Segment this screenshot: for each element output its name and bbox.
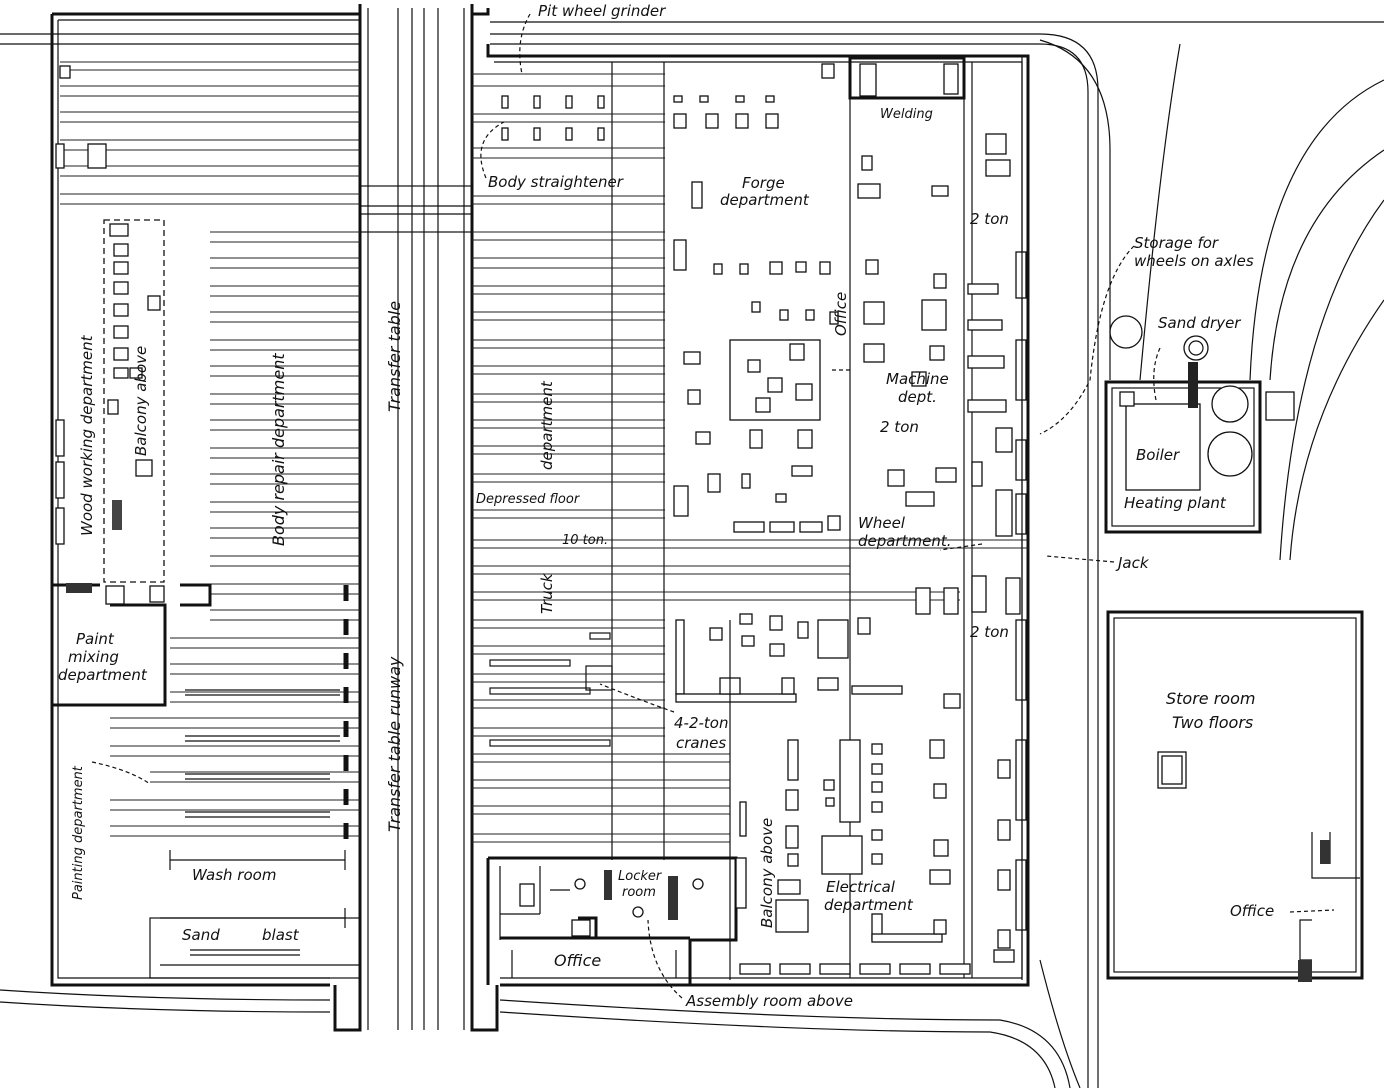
body-repair-label: Body repair department — [269, 353, 288, 546]
locker-room-label-1: Locker — [618, 869, 663, 884]
sand-label: Sand — [182, 926, 220, 944]
paint-mixing-label-3: department — [58, 666, 148, 684]
depressed-floor-label: Depressed floor — [476, 492, 581, 507]
store-room-label-1: Store room — [1166, 689, 1255, 708]
two-ton-middle-label: 2 ton — [880, 418, 919, 436]
locker-room-label-2: room — [622, 885, 656, 900]
main-building-walls — [50, 4, 1030, 1032]
store-room-building — [1106, 610, 1364, 982]
storage-wheels-label-2: wheels on axles — [1134, 252, 1254, 270]
body-straightener-label: Body straightener — [488, 173, 624, 191]
electrical-department-label-1: Electrical — [826, 878, 896, 896]
cranes-label-1: 4-2-ton — [674, 714, 728, 732]
department-vertical-label: department — [538, 380, 556, 470]
office-bottom-label: Office — [554, 951, 601, 970]
pit-wheel-grinder-label: Pit wheel grinder — [538, 2, 666, 20]
blast-label: blast — [262, 926, 300, 944]
balcony-area-left — [55, 65, 165, 583]
welding-label: Welding — [880, 107, 933, 122]
site-tracks — [0, 21, 1384, 1088]
wheel-department-label-2: department. — [858, 532, 952, 550]
assembly-room-label: Assembly room above — [685, 992, 853, 1010]
forge-label-2: department — [720, 191, 810, 209]
jack-label: Jack — [1115, 554, 1150, 572]
ten-ton-label: 10 ton. — [562, 533, 608, 548]
transfer-table-runway-label: Transfer table runway — [385, 656, 404, 832]
middle-section-tracks — [472, 62, 1028, 978]
paint-mixing-label-2: mixing — [68, 648, 119, 666]
sand-dryer-label: Sand dryer — [1158, 314, 1241, 332]
paint-mixing-label-1: Paint — [76, 630, 115, 648]
office-vertical-label: Office — [832, 292, 850, 336]
office-store-label: Office — [1230, 902, 1274, 920]
left-section-tracks — [60, 61, 361, 979]
storage-wheels-label-1: Storage for — [1134, 234, 1219, 252]
two-ton-upper-label: 2 ton — [970, 210, 1009, 228]
heating-plant — [1104, 315, 1295, 534]
paint-mixing-room — [52, 583, 212, 707]
painting-department-label: Painting department — [71, 765, 86, 900]
wood-working-label: Wood working department — [78, 334, 96, 536]
electrical-department-label-2: department — [824, 896, 914, 914]
wash-room-label: Wash room — [192, 866, 276, 884]
two-ton-lower-label: 2 ton — [970, 623, 1009, 641]
cranes-label-2: cranes — [676, 734, 726, 752]
transfer-table-label: Transfer table — [385, 301, 404, 412]
truck-label: Truck — [538, 572, 556, 614]
office-locker-block — [486, 856, 747, 985]
electrical-area-equipment — [675, 56, 1027, 980]
forge-label-1: Forge — [742, 174, 785, 192]
machine-dept-label-2: dept. — [898, 388, 937, 406]
leader-arrows — [91, 13, 1335, 999]
balcony-above-left-label: Balcony above — [132, 346, 150, 456]
heating-plant-label: Heating plant — [1124, 494, 1227, 512]
store-room-label-2: Two floors — [1172, 713, 1253, 732]
machine-dept-label-1: Machine — [886, 370, 949, 388]
body-straightener-machines — [501, 95, 605, 141]
wheel-department-label-1: Wheel — [858, 514, 906, 532]
balcony-above-right-label: Balcony above — [758, 818, 776, 928]
boiler-label: Boiler — [1136, 446, 1180, 464]
forge-area-equipment — [673, 56, 1027, 537]
labels: Pit wheel grinder Body straightener Forg… — [58, 2, 1274, 1010]
